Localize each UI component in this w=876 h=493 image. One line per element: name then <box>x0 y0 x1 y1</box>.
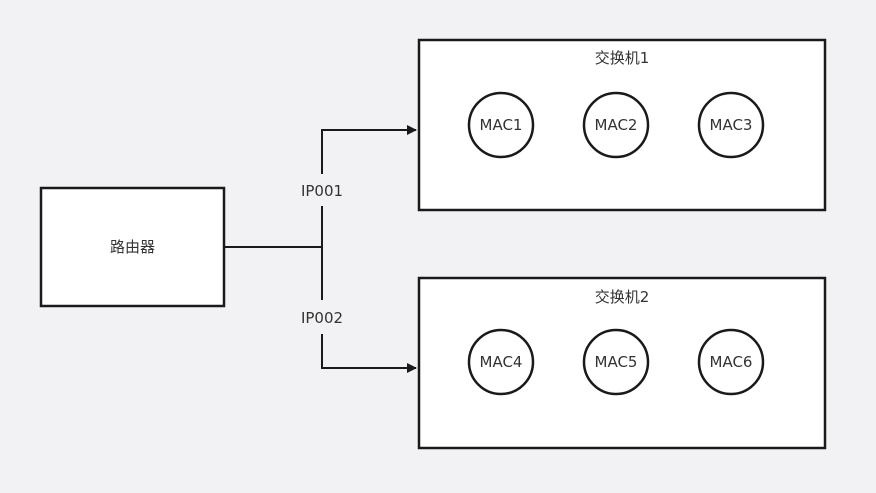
mac-node-4[interactable]: MAC4 <box>467 328 535 396</box>
switch-2-node[interactable]: 交换机2 MAC4 MAC5 MAC6 <box>417 276 827 450</box>
mac-circle <box>582 91 650 159</box>
mac-label: MAC5 <box>595 353 638 371</box>
mac-node-1[interactable]: MAC1 <box>467 91 535 159</box>
connectors <box>224 125 417 373</box>
mac-circle <box>582 328 650 396</box>
switch-1-node[interactable]: 交换机1 MAC1 MAC2 MAC3 <box>417 38 827 212</box>
mac-label: MAC2 <box>595 116 638 134</box>
mac-label: MAC3 <box>710 116 753 134</box>
mac-circle <box>697 328 765 396</box>
mac-circle <box>697 91 765 159</box>
mac-circle <box>467 91 535 159</box>
router-label: 路由器 <box>110 238 155 256</box>
router-box <box>39 186 226 308</box>
router-node[interactable]: 路由器 <box>39 186 226 308</box>
mac-node-6[interactable]: MAC6 <box>697 328 765 396</box>
switch-1-title: 交换机1 <box>595 49 650 67</box>
mac-circle <box>467 328 535 396</box>
mac-node-5[interactable]: MAC5 <box>582 328 650 396</box>
mac-label: MAC4 <box>480 353 523 371</box>
mac-label: MAC1 <box>480 116 523 134</box>
switch-2-title: 交换机2 <box>595 288 650 306</box>
link-label-ip001: IP001 <box>301 182 343 200</box>
link-ip002-arrow <box>321 334 417 373</box>
mac-label: MAC6 <box>710 353 753 371</box>
mac-node-2[interactable]: MAC2 <box>582 91 650 159</box>
mac-node-3[interactable]: MAC3 <box>697 91 765 159</box>
link-ip001-arrow <box>321 125 417 174</box>
link-label-ip002: IP002 <box>301 309 343 327</box>
